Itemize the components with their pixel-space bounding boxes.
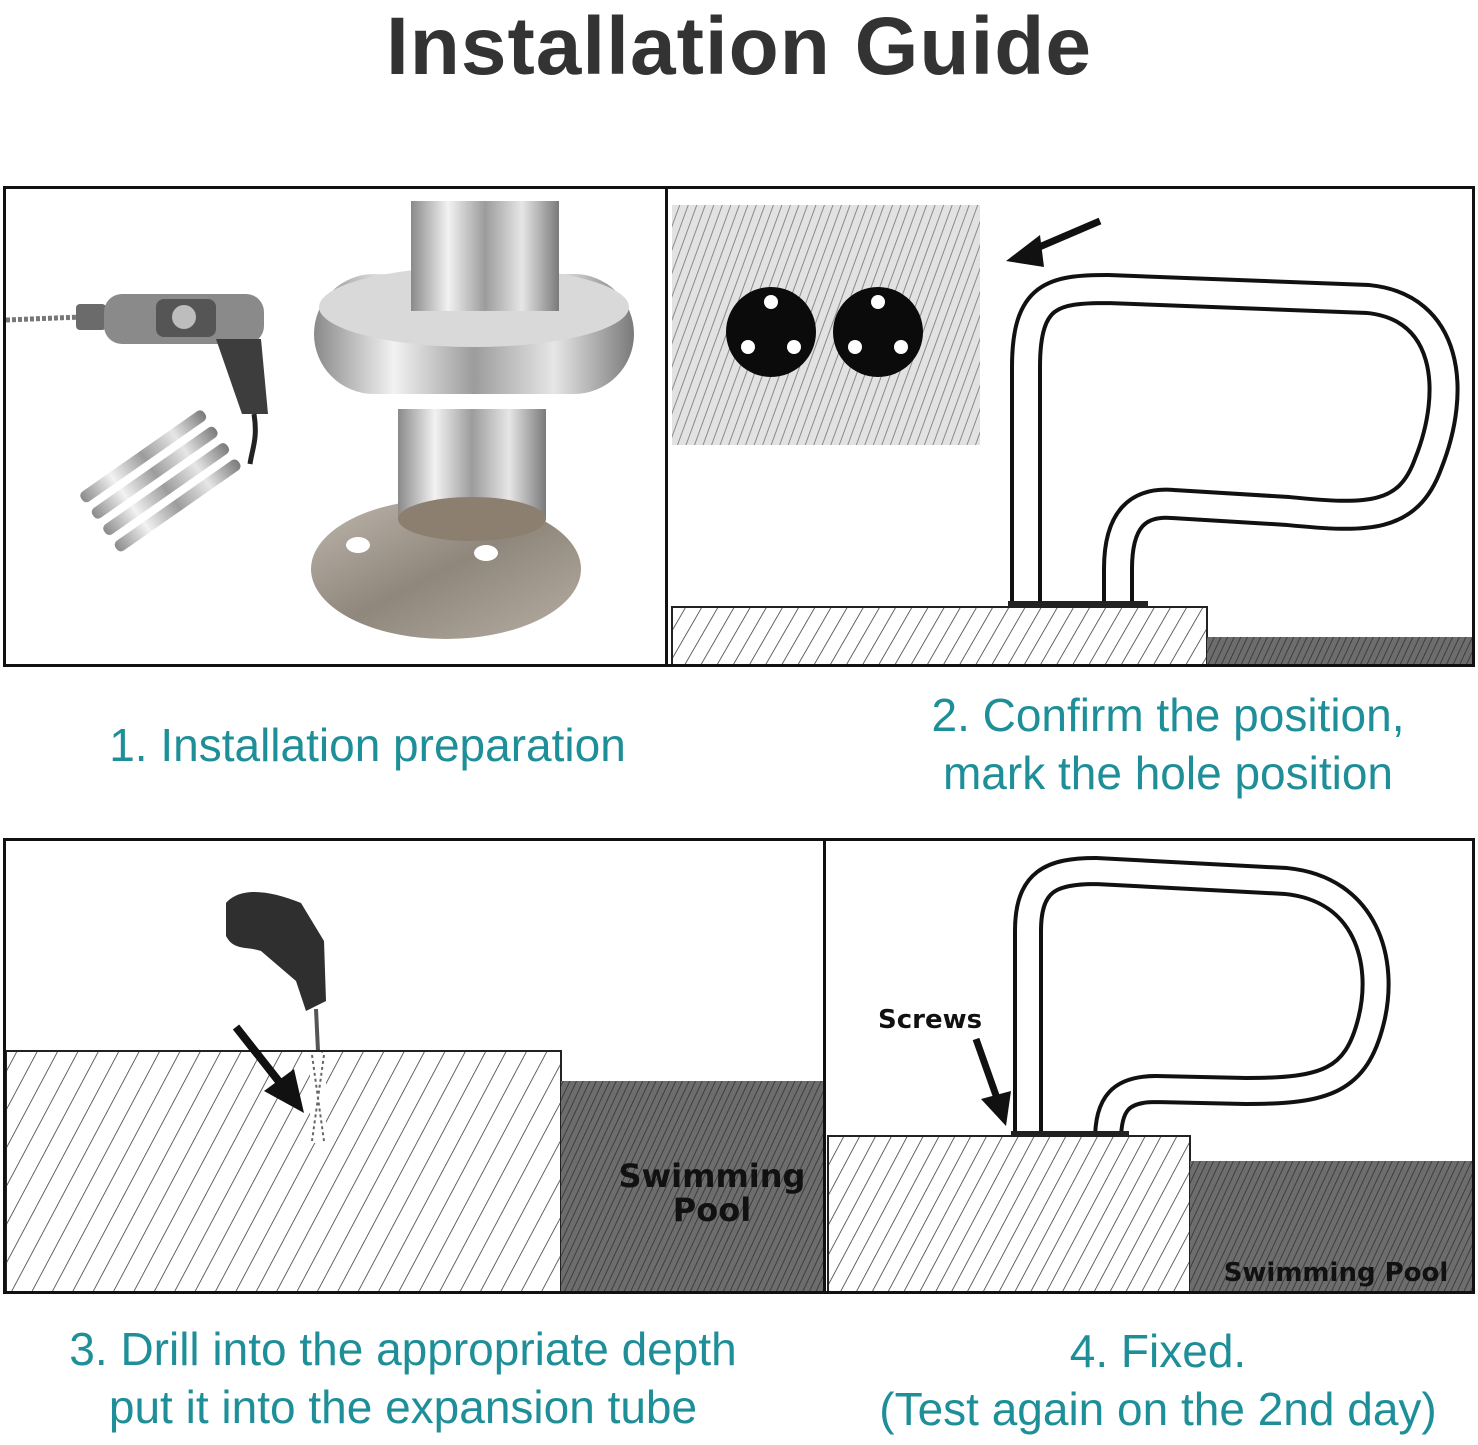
page-title: Installation Guide (386, 1, 1092, 92)
step3-panel: Swimming Pool (3, 838, 826, 1294)
arrow-icon (232, 1024, 304, 1113)
step1-panel (3, 186, 668, 667)
pool-label: Swimming Pool (1224, 1258, 1449, 1288)
anchor-bolts-icon (80, 410, 241, 552)
step2-caption: 2. Confirm the position, mark the hole p… (818, 686, 1478, 802)
step3-caption: 3. Drill into the appropriate depth put … (0, 1320, 806, 1436)
drill-icon (6, 294, 268, 465)
pool-label-line1: Swimming (619, 1157, 806, 1195)
handrail-icon (1010, 272, 1460, 601)
drill-icon (226, 892, 326, 1052)
fixed-illustration: Screws Swimming Pool (827, 855, 1472, 1291)
caption-line: 1. Installation preparation (109, 719, 626, 771)
caption-line: 3. Drill into the appropriate depth (69, 1323, 737, 1375)
step2-panel (665, 186, 1475, 667)
hole-marks (726, 287, 923, 377)
pool-label-line2: Pool (673, 1191, 751, 1229)
step1-caption: 1. Installation preparation (0, 716, 735, 774)
step4-caption: 4. Fixed. (Test again on the 2nd day) (838, 1322, 1478, 1438)
handrail-icon (1013, 855, 1391, 1142)
caption-line: (Test again on the 2nd day) (879, 1383, 1437, 1435)
tools-illustration (6, 201, 634, 639)
arrow-icon (972, 1037, 1011, 1126)
caption-line: mark the hole position (942, 747, 1394, 799)
drill-hole (310, 1053, 326, 1143)
flange-post-icon (311, 201, 634, 639)
caption-line: 4. Fixed. (1069, 1325, 1247, 1377)
drilling-illustration: Swimming Pool (6, 892, 823, 1291)
screws-label: Screws (878, 1005, 982, 1035)
arrow-icon (1006, 217, 1102, 267)
marking-surface (672, 205, 980, 445)
position-illustration (671, 205, 1472, 664)
caption-line: put it into the expansion tube (108, 1381, 698, 1433)
caption-line: 2. Confirm the position, (931, 689, 1405, 741)
step4-panel: Screws Swimming Pool (823, 838, 1475, 1294)
